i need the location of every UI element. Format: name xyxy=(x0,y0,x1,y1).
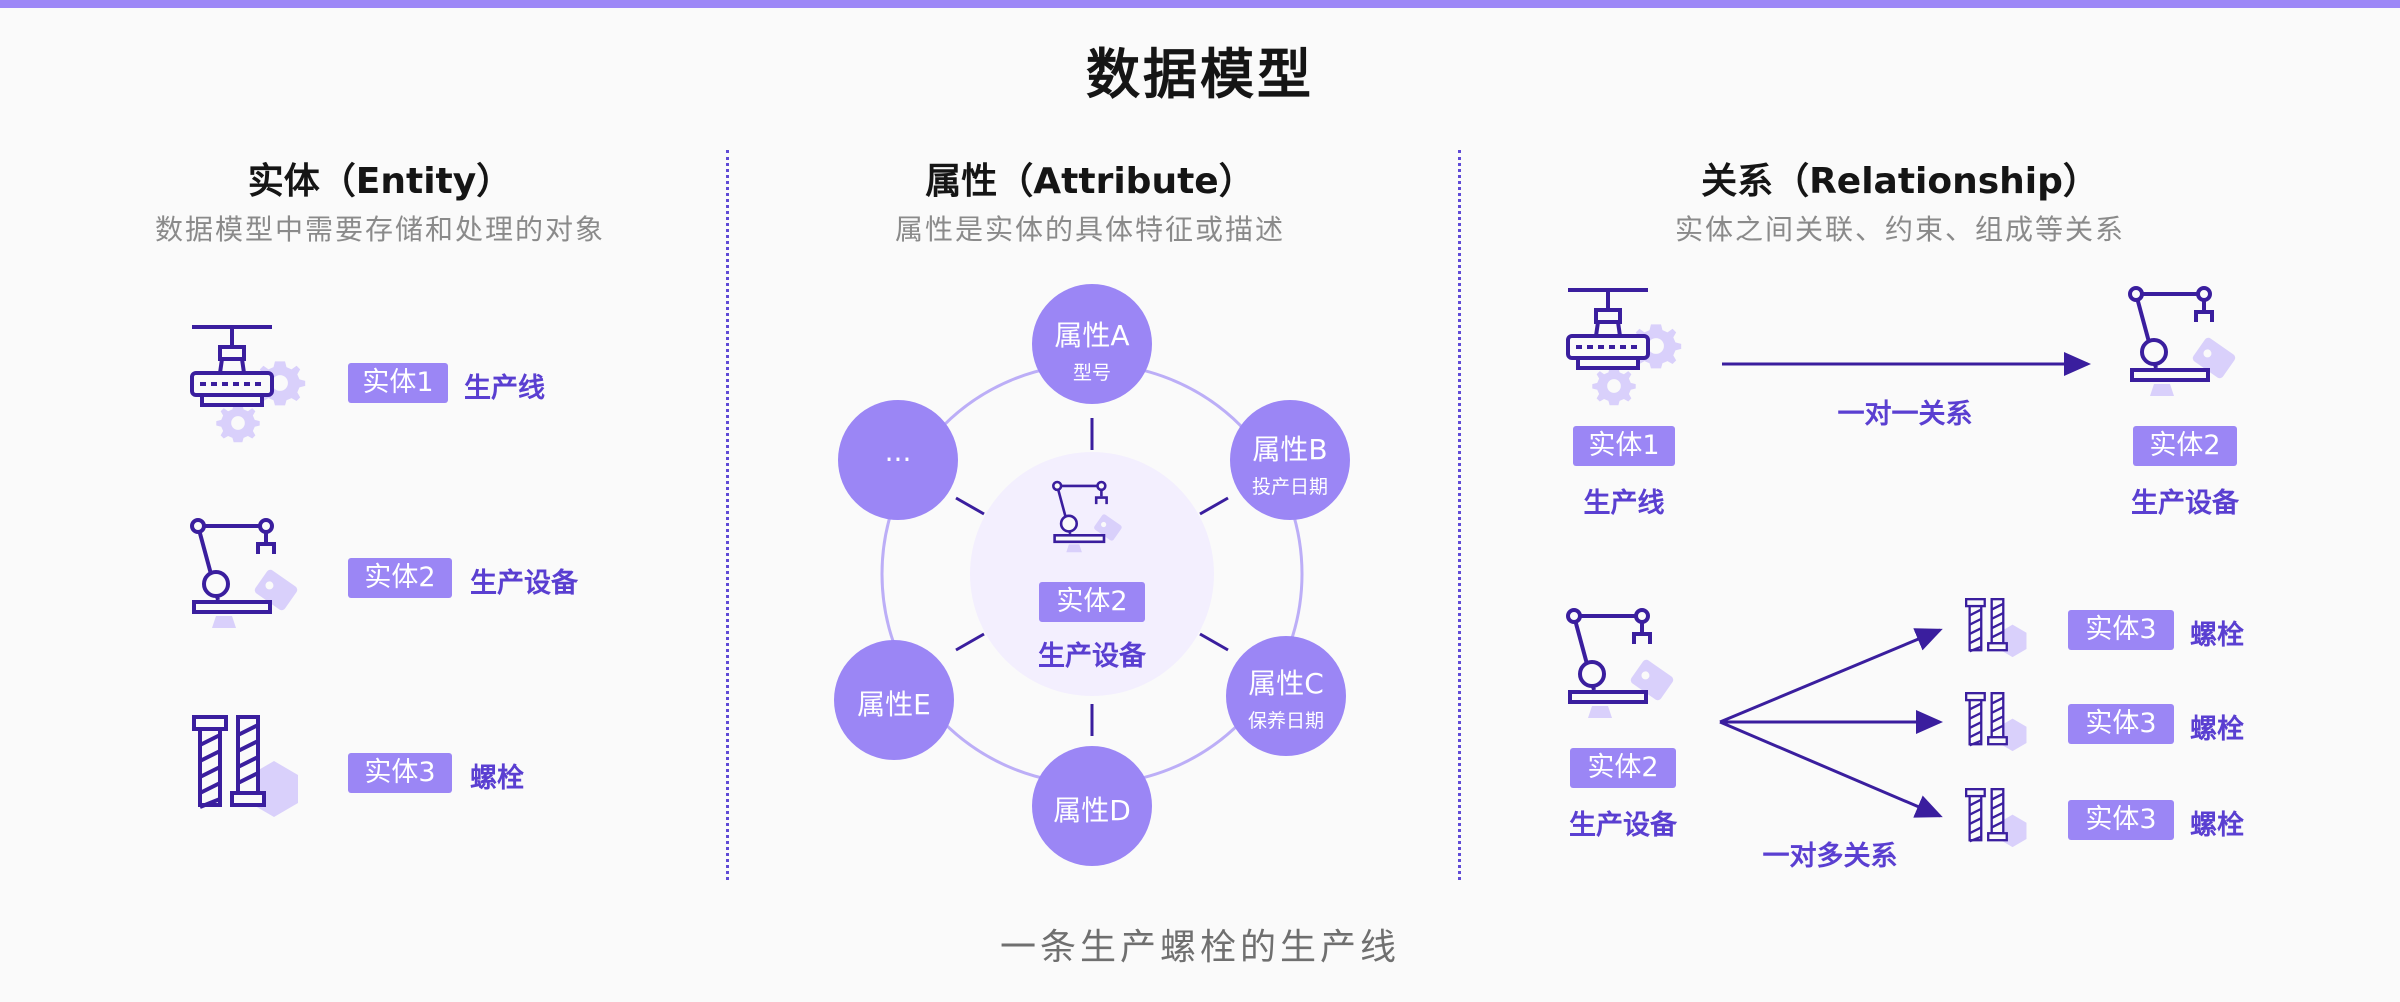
rel-target-1-badge: 实体3 xyxy=(2068,610,2174,650)
one-to-many-label: 一对多关系 xyxy=(1762,841,1898,872)
attribute-c-name: 属性C xyxy=(1248,667,1324,700)
rel-one-to-one-right-name: 生产设备 xyxy=(2131,488,2239,519)
center-entity-badge: 实体2 xyxy=(1039,582,1145,622)
attribute-c-label: 属性C 保养日期 xyxy=(1224,662,1348,733)
robot-arm-icon xyxy=(190,518,301,630)
relationship-section-subtitle: 实体之间关联、约束、组成等关系 xyxy=(1674,213,2125,246)
attribute-center-circle xyxy=(970,452,1214,696)
attribute-circle-e xyxy=(834,640,954,760)
section-divider-left xyxy=(726,150,729,880)
rel-bolt-icon-2 xyxy=(1965,691,2028,753)
relationship-section-title: 关系（Relationship） xyxy=(1701,161,2099,202)
attribute-section-title: 属性（Attribute） xyxy=(925,161,1255,202)
attribute-circles xyxy=(834,284,1350,866)
center-entity-name: 生产设备 xyxy=(1038,641,1146,672)
entity-2-name: 生产设备 xyxy=(470,568,578,599)
one-to-many-arrow-3 xyxy=(1719,720,1943,818)
entity-2-badge: 实体2 xyxy=(348,558,452,598)
attribute-d-label: 属性D xyxy=(1030,789,1154,829)
rel-target-2-name: 螺栓 xyxy=(2190,714,2244,745)
attribute-a-name: 属性A xyxy=(1054,319,1130,352)
rel-target-3-name: 螺栓 xyxy=(2190,810,2244,841)
attribute-e-name: 属性E xyxy=(857,688,931,721)
attribute-a-label: 属性A 型号 xyxy=(1030,314,1154,385)
entity-3-badge: 实体3 xyxy=(348,753,452,793)
attribute-b-name: 属性B xyxy=(1252,433,1328,466)
rel-production-line-icon xyxy=(1568,290,1681,405)
attribute-a-sub: 型号 xyxy=(1072,362,1111,384)
attribute-e-label: 属性E xyxy=(832,683,956,723)
attribute-circle-d xyxy=(1032,746,1152,866)
rel-bolt-icon-1 xyxy=(1965,597,2028,659)
rel-bolt-icon-3 xyxy=(1965,787,2028,849)
rel-one-to-one-left-badge: 实体1 xyxy=(1573,426,1675,466)
entity-section-subtitle: 数据模型中需要存储和处理的对象 xyxy=(154,213,605,246)
attribute-more-name: ··· xyxy=(884,443,912,476)
rel-robot-arm-icon-right xyxy=(2128,286,2239,398)
footer-caption: 一条生产螺栓的生产线 xyxy=(999,927,1400,968)
rel-target-3-badge: 实体3 xyxy=(2068,800,2174,840)
attribute-circle-b xyxy=(1230,400,1350,520)
attribute-connectors xyxy=(955,418,1229,736)
page-title: 数据模型 xyxy=(1086,43,1314,106)
attribute-c-sub: 保养日期 xyxy=(1247,710,1324,732)
entity-section-title: 实体（Entity） xyxy=(247,161,513,202)
attribute-circle-more xyxy=(838,400,958,520)
attribute-section-subtitle: 属性是实体的具体特征或描述 xyxy=(894,213,1285,246)
attribute-circle-a xyxy=(1032,284,1152,404)
attribute-b-label: 属性B 投产日期 xyxy=(1228,428,1352,499)
rel-one-to-many-left-name: 生产设备 xyxy=(1569,810,1677,841)
production-line-icon xyxy=(192,327,305,442)
one-to-many-arrow-1 xyxy=(1719,628,1943,724)
rel-one-to-one-right-badge: 实体2 xyxy=(2133,426,2237,466)
top-accent-bar xyxy=(0,0,2400,8)
rel-one-to-many-left-badge: 实体2 xyxy=(1570,748,1676,788)
attribute-circle-c xyxy=(1226,636,1346,756)
rel-robot-arm-icon-left xyxy=(1566,608,1677,720)
attribute-more-label: ··· xyxy=(836,443,960,476)
attribute-b-sub: 投产日期 xyxy=(1251,476,1328,498)
entity-3-name: 螺栓 xyxy=(470,763,524,794)
attribute-d-name: 属性D xyxy=(1053,794,1131,827)
bolt-icon xyxy=(192,715,300,819)
one-to-one-label: 一对一关系 xyxy=(1837,399,1973,430)
rel-target-1-name: 螺栓 xyxy=(2190,620,2244,651)
rel-one-to-one-left-name: 生产线 xyxy=(1583,488,1665,519)
section-divider-right xyxy=(1458,150,1461,880)
entity-1-name: 生产线 xyxy=(464,373,545,404)
entity-1-badge: 实体1 xyxy=(348,363,448,403)
rel-target-2-badge: 实体3 xyxy=(2068,704,2174,744)
